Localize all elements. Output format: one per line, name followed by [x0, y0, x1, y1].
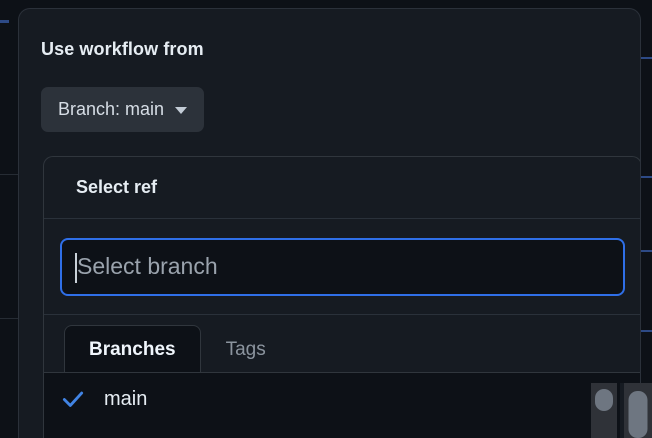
- select-branch-placeholder: Select branch: [77, 253, 218, 279]
- ref-type-tabs: Branches Tags: [44, 315, 640, 373]
- scrollbar-outer-thumb[interactable]: [595, 389, 613, 411]
- scrollbar-inner-track[interactable]: [624, 383, 652, 438]
- background-divider: [0, 174, 22, 175]
- list-item[interactable]: main: [44, 373, 640, 425]
- background-right-accent: [640, 57, 652, 59]
- scrollbar-outer-track[interactable]: [591, 383, 617, 438]
- scrollbar-gap: [620, 383, 624, 438]
- scrollbar-inner-thumb[interactable]: [628, 391, 648, 438]
- background-accent-line: [0, 20, 9, 23]
- branch-selector-label: Branch: main: [58, 99, 165, 119]
- scrollbar-group[interactable]: [591, 383, 652, 438]
- select-ref-title: Select ref: [76, 177, 158, 197]
- background-right-accent: [640, 176, 652, 178]
- background-divider: [0, 318, 22, 319]
- tab-branches[interactable]: Branches: [64, 325, 201, 373]
- branch-selector-button[interactable]: Branch: main: [41, 87, 205, 132]
- run-workflow-popover: Use workflow from Branch: main Select re…: [18, 8, 641, 438]
- popover-title: Use workflow from: [41, 39, 204, 59]
- text-cursor-icon: [75, 252, 77, 283]
- background-right-accent: [640, 330, 652, 332]
- select-ref-panel: Select ref Select branch Branches Tags: [43, 156, 640, 438]
- tab-branches-label: Branches: [89, 338, 176, 360]
- tab-tags-label: Tags: [225, 338, 266, 360]
- list-item-label: main: [104, 387, 148, 410]
- check-icon: [62, 391, 84, 407]
- search-row: Select branch: [44, 219, 640, 315]
- chevron-down-icon: [175, 107, 188, 114]
- tab-tags[interactable]: Tags: [201, 325, 291, 373]
- background-right-accent: [640, 250, 652, 252]
- select-ref-header: Select ref: [44, 157, 640, 219]
- select-branch-input[interactable]: Select branch: [60, 237, 625, 296]
- branch-list: main: [44, 372, 640, 438]
